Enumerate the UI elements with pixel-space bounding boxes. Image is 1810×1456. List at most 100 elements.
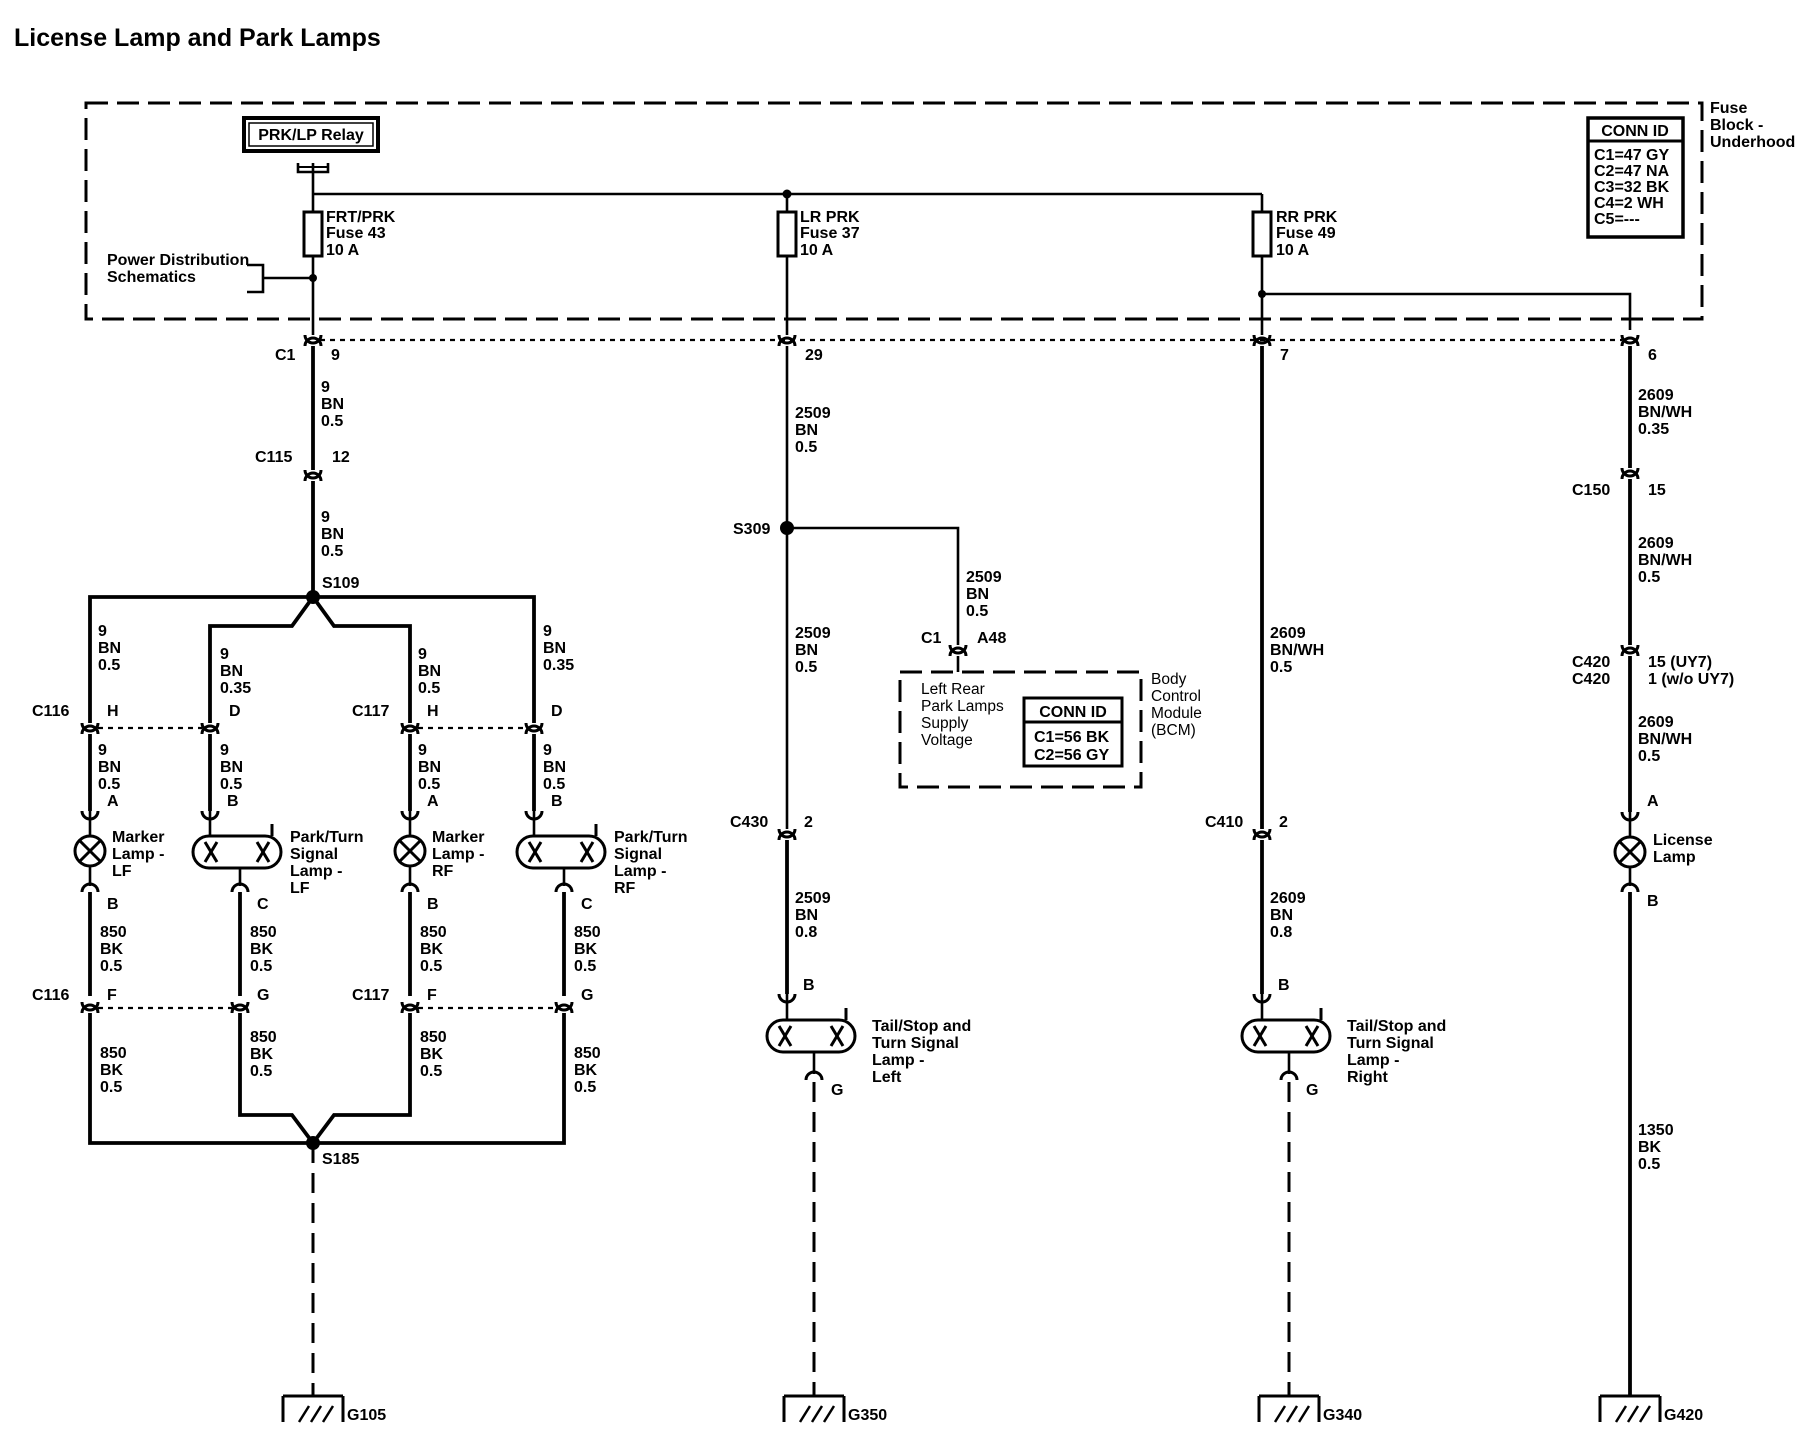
- svg-text:Tail/Stop and: Tail/Stop and: [872, 1018, 971, 1035]
- svg-text:BN: BN: [220, 759, 243, 776]
- wire-label-2609-license-3: 2609 BN/WH 0.5: [1638, 714, 1692, 765]
- svg-text:0.5: 0.5: [574, 1079, 596, 1096]
- svg-text:0.35: 0.35: [543, 657, 574, 674]
- park-turn-lamp-rf: Park/Turn Signal Lamp - RF: [515, 822, 688, 897]
- svg-text:1350: 1350: [1638, 1122, 1674, 1139]
- svg-text:C420: C420: [1572, 671, 1610, 688]
- rr-prk-to-license-branch: [1262, 292, 1632, 330]
- svg-text:Fuse 43: Fuse 43: [326, 225, 386, 242]
- svg-text:0.5: 0.5: [100, 958, 122, 975]
- c1-label: C1: [275, 347, 296, 364]
- svg-text:850: 850: [250, 924, 277, 941]
- svg-text:BN: BN: [321, 396, 344, 413]
- svg-text:RR PRK: RR PRK: [1276, 209, 1338, 226]
- svg-text:Power Distribution: Power Distribution: [107, 252, 249, 269]
- svg-text:0.35: 0.35: [220, 680, 251, 697]
- fuse-block-label: Fuse Block - Underhood: [1710, 100, 1795, 151]
- svg-text:Lamp -: Lamp -: [432, 846, 484, 863]
- svg-text:2609: 2609: [1638, 387, 1674, 404]
- svg-text:PRK/LP Relay: PRK/LP Relay: [258, 127, 364, 144]
- svg-text:0.5: 0.5: [220, 776, 242, 793]
- splice-s185-label: S185: [322, 1151, 359, 1168]
- svg-text:BN: BN: [418, 663, 441, 680]
- svg-text:BN/WH: BN/WH: [1270, 642, 1324, 659]
- tail-left-pin-b: B: [803, 977, 815, 994]
- svg-text:Underhood: Underhood: [1710, 134, 1795, 151]
- svg-text:Left Rear: Left Rear: [921, 681, 985, 698]
- c410-pin: 2: [1279, 814, 1288, 831]
- c115-pin: 12: [332, 449, 350, 466]
- svg-text:H: H: [107, 703, 119, 720]
- tail-right-pin-b: B: [1278, 977, 1290, 994]
- s109-inner-bus: [208, 593, 412, 723]
- c1-pin-9: 9: [331, 347, 340, 364]
- svg-text:A: A: [107, 793, 119, 810]
- svg-text:BK: BK: [420, 1046, 444, 1063]
- svg-text:BK: BK: [250, 1046, 274, 1063]
- svg-text:10 A: 10 A: [800, 242, 834, 259]
- wire-labels-850-lower: 850 BK 0.5 850 BK 0.5 850 BK 0.5 850 BK …: [100, 1029, 601, 1096]
- c150-pin: 15: [1648, 482, 1666, 499]
- svg-text:C1=56 BK: C1=56 BK: [1034, 729, 1110, 746]
- svg-text:C5=---: C5=---: [1594, 211, 1640, 228]
- c430-pin: 2: [804, 814, 813, 831]
- ground-g420: G420: [1598, 1394, 1703, 1424]
- bcm-boundary: [898, 670, 1143, 789]
- svg-text:9: 9: [418, 646, 427, 663]
- svg-text:0.5: 0.5: [321, 543, 343, 560]
- svg-text:Body: Body: [1151, 671, 1187, 688]
- wire-label-2609-upper: 2609 BN/WH 0.5: [1270, 625, 1324, 676]
- svg-text:0.5: 0.5: [250, 1063, 272, 1080]
- svg-text:B: B: [427, 896, 439, 913]
- svg-text:850: 850: [100, 1045, 127, 1062]
- svg-text:Right: Right: [1347, 1069, 1389, 1086]
- svg-text:B: B: [227, 793, 239, 810]
- svg-text:Lamp -: Lamp -: [1347, 1052, 1399, 1069]
- svg-text:LF: LF: [112, 863, 132, 880]
- tail-stop-turn-lamp-left: Tail/Stop and Turn Signal Lamp - Left: [765, 1006, 971, 1086]
- c150-label: C150: [1572, 482, 1610, 499]
- svg-text:C117: C117: [352, 703, 389, 720]
- svg-text:C117: C117: [352, 987, 389, 1004]
- svg-text:C1=47 GY: C1=47 GY: [1594, 147, 1669, 164]
- wire-label-2609-license-2: 2609 BN/WH 0.5: [1638, 535, 1692, 586]
- svg-text:Supply: Supply: [921, 715, 969, 732]
- svg-text:C: C: [257, 896, 269, 913]
- svg-text:Lamp -: Lamp -: [290, 863, 342, 880]
- svg-text:9: 9: [220, 742, 229, 759]
- svg-text:9: 9: [418, 742, 427, 759]
- svg-text:(BCM): (BCM): [1151, 722, 1196, 739]
- svg-text:0.5: 0.5: [321, 413, 343, 430]
- svg-text:1 (w/o UY7): 1 (w/o UY7): [1648, 671, 1734, 688]
- svg-text:0.5: 0.5: [1638, 1156, 1660, 1173]
- svg-text:BK: BK: [574, 1062, 598, 1079]
- svg-text:2609: 2609: [1638, 714, 1674, 731]
- svg-text:Park/Turn: Park/Turn: [614, 829, 688, 846]
- svg-text:BN: BN: [795, 907, 818, 924]
- svg-text:BN: BN: [543, 759, 566, 776]
- c420-labels: C420 C420 15 (UY7) 1 (w/o UY7): [1572, 654, 1734, 688]
- s185-outer-bus: [88, 1013, 566, 1145]
- svg-text:BK: BK: [1638, 1139, 1662, 1156]
- svg-text:Park Lamps: Park Lamps: [921, 698, 1004, 715]
- svg-text:G340: G340: [1323, 1407, 1362, 1424]
- svg-text:850: 850: [574, 924, 601, 941]
- svg-text:Voltage: Voltage: [921, 732, 973, 749]
- svg-text:0.5: 0.5: [250, 958, 272, 975]
- svg-text:LF: LF: [290, 880, 310, 897]
- svg-text:Fuse 37: Fuse 37: [800, 225, 860, 242]
- svg-text:Block -: Block -: [1710, 117, 1763, 134]
- tail-right-pin-g: G: [1306, 1082, 1318, 1099]
- svg-text:0.5: 0.5: [420, 958, 442, 975]
- svg-text:BN/WH: BN/WH: [1638, 552, 1692, 569]
- svg-text:15 (UY7): 15 (UY7): [1648, 654, 1712, 671]
- svg-text:2609: 2609: [1270, 625, 1306, 642]
- ground-g350: G350: [782, 1394, 887, 1424]
- svg-text:BN: BN: [1270, 907, 1293, 924]
- svg-text:G350: G350: [848, 1407, 887, 1424]
- svg-text:RF: RF: [614, 880, 636, 897]
- svg-text:A: A: [427, 793, 439, 810]
- svg-text:C2=47 NA: C2=47 NA: [1594, 163, 1670, 180]
- svg-text:850: 850: [100, 924, 127, 941]
- svg-text:2609: 2609: [1270, 890, 1306, 907]
